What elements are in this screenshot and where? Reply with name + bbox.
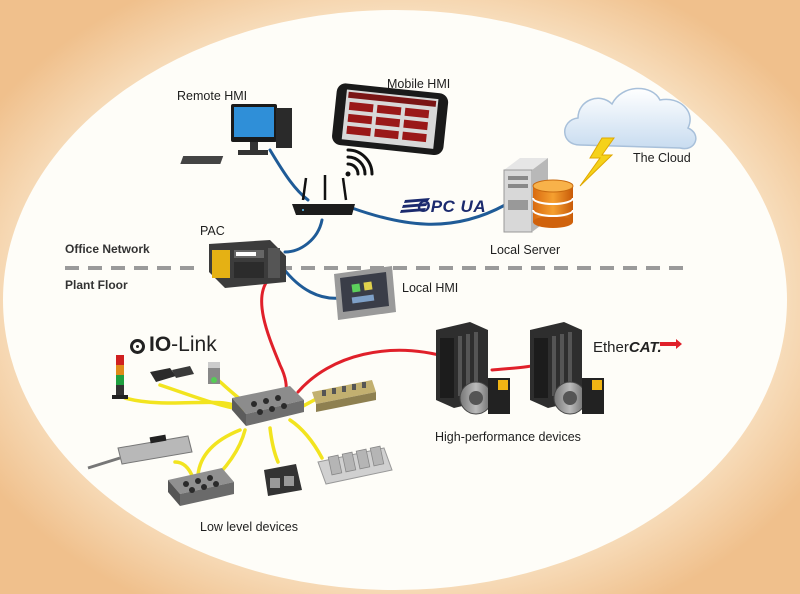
io-link-hub-lower [168, 468, 234, 506]
database-icon [532, 179, 574, 228]
io-link-logo: IO-Link [130, 333, 217, 357]
io-link-master-hub [232, 386, 304, 426]
local-hmi-panel [334, 266, 396, 320]
plant-floor-label: Plant Floor [65, 278, 128, 292]
low-level-devices-label: Low level devices [200, 520, 298, 534]
wifi-icon [345, 148, 374, 177]
pac-controller [209, 240, 286, 288]
opc-ua-logo: OPC UA [417, 197, 487, 216]
sensor-block [150, 366, 194, 382]
ethercat-logo-suffix: CAT. [628, 339, 662, 356]
io-module-rail [312, 380, 376, 412]
mobile-hmi-phone [332, 83, 449, 156]
lightning-icon [579, 137, 615, 187]
ethernet-cables [268, 148, 507, 300]
ethercat-arrows-icon [660, 339, 682, 349]
servo-motor-1 [459, 378, 510, 415]
proximity-sensor [208, 362, 220, 384]
opc-ua-swoosh [400, 198, 430, 213]
servo-motor-2 [553, 378, 604, 415]
network-ellipse [3, 10, 787, 590]
io-link-logo-suffix: -Link [171, 333, 217, 356]
io-link-ring-icon [130, 339, 145, 354]
pneumatic-cylinder [87, 434, 193, 470]
remote-hmi-computer [180, 104, 292, 164]
remote-hmi-label: Remote HMI [177, 89, 248, 103]
stack-light [112, 355, 128, 399]
office-network-label: Office Network [65, 242, 150, 256]
pac-label: PAC [200, 224, 225, 238]
mobile-hmi-label: Mobile HMI [387, 77, 451, 91]
gripper [264, 464, 302, 496]
local-hmi-label: Local HMI [402, 281, 459, 295]
ethercat-logo-prefix: Ether [593, 339, 629, 356]
high-performance-devices-label: High-performance devices [435, 430, 581, 444]
router-icon [292, 175, 355, 215]
the-cloud-label: The Cloud [633, 151, 691, 165]
valve-manifold [317, 445, 393, 485]
cloud-icon [564, 87, 697, 150]
local-server-label: Local Server [490, 243, 561, 257]
io-link-logo-prefix: IO [149, 333, 172, 356]
ethercat-logo: EtherCAT. [593, 339, 662, 356]
